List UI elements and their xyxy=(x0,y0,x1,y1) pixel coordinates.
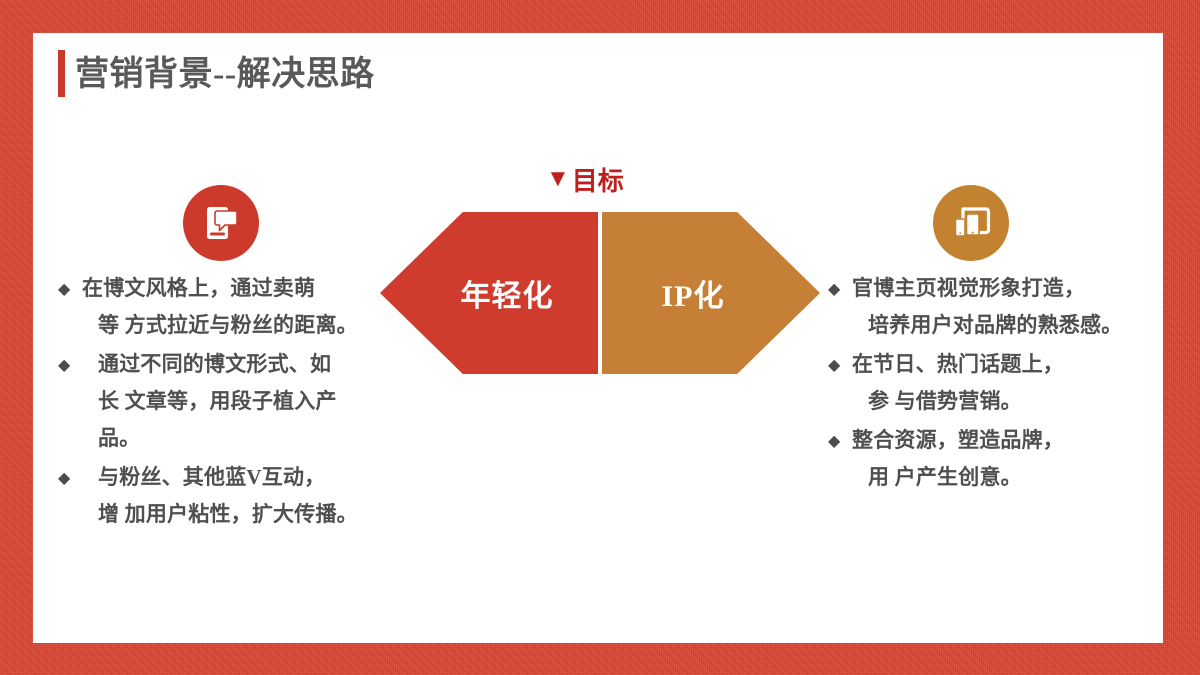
list-item-text: 与粉丝、其他蓝V互动， 增 加用户粘性，扩大传播。 xyxy=(82,459,403,533)
list-item: ◆ 与粉丝、其他蓝V互动， 增 加用户粘性，扩大传播。 xyxy=(58,459,403,533)
list-item-line: 与粉丝、其他蓝V互动， xyxy=(98,465,326,489)
list-item-line: 用 户产生创意。 xyxy=(868,465,1022,489)
list-item-line: 通过不同的博文形式、如 xyxy=(98,352,332,376)
diamond-bullet-icon: ◆ xyxy=(58,355,71,374)
right-bullet-column: ◆ 官博主页视觉形象打造， 培养用户对品牌的熟悉感。 ◆ 在节日、热门话题上， … xyxy=(828,270,1173,498)
list-item-line: 在节日、热门话题上， xyxy=(852,352,1064,376)
list-item: ◆ 在节日、热门话题上， 参 与借势营销。 xyxy=(828,346,1173,420)
page-title: 营销背景--解决思路 xyxy=(75,56,375,93)
list-item: ◆ 在博文风格上，通过卖萌 等 方式拉近与粉丝的距离。 xyxy=(58,270,403,344)
tablet-chat-icon-badge xyxy=(183,185,259,261)
list-item: ◆ 通过不同的博文形式、如 长 文章等，用段子植入产 品。 xyxy=(58,346,403,457)
list-item-line: 参 与借势营销。 xyxy=(868,389,1022,413)
tablet-chat-icon xyxy=(200,202,242,244)
list-item-text: 整合资源，塑造品牌， 用 户产生创意。 xyxy=(852,422,1173,496)
list-item-text: 在节日、热门话题上， 参 与借势营销。 xyxy=(852,346,1173,420)
left-bullet-column: ◆ 在博文风格上，通过卖萌 等 方式拉近与粉丝的距离。 ◆ 通过不同的博文形式、… xyxy=(58,270,403,535)
list-item-line: 品。 xyxy=(98,426,141,450)
diamond-bullet-icon: ◆ xyxy=(828,355,841,374)
diamond-bullet-icon: ◆ xyxy=(58,279,71,298)
triangle-down-icon: ▼ xyxy=(546,165,570,192)
list-item-line: 整合资源，塑造品牌， xyxy=(852,428,1064,452)
list-item-text: 通过不同的博文形式、如 长 文章等，用段子植入产 品。 xyxy=(82,346,403,457)
goal-label-text: 目标 xyxy=(571,167,624,196)
list-item-text: 官博主页视觉形象打造， 培养用户对品牌的熟悉感。 xyxy=(852,270,1173,344)
chevron-youthful-label: 年轻化 xyxy=(460,280,554,313)
chevron-ip[interactable]: IP化 xyxy=(602,212,820,374)
diamond-bullet-icon: ◆ xyxy=(828,431,841,450)
diamond-bullet-icon: ◆ xyxy=(58,468,71,487)
multi-device-icon-badge xyxy=(933,185,1009,261)
goal-label: ▼ 目标 xyxy=(546,161,624,198)
list-item: ◆ 整合资源，塑造品牌， 用 户产生创意。 xyxy=(828,422,1173,496)
list-item-line: 等 方式拉近与粉丝的距离。 xyxy=(98,313,358,337)
list-item-line: 培养用户对品牌的熟悉感。 xyxy=(868,313,1123,337)
title-accent-bar xyxy=(58,50,65,97)
list-item-line: 官博主页视觉形象打造， xyxy=(852,276,1086,300)
list-item-text: 在博文风格上，通过卖萌 等 方式拉近与粉丝的距离。 xyxy=(82,270,403,344)
list-item-line: 在博文风格上，通过卖萌 xyxy=(82,276,316,300)
list-item-line: 增 加用户粘性，扩大传播。 xyxy=(98,502,358,526)
list-item: ◆ 官博主页视觉形象打造， 培养用户对品牌的熟悉感。 xyxy=(828,270,1173,344)
slide-content-panel: 营销背景--解决思路 ▼ 目标 年轻化 IP化 xyxy=(33,33,1163,643)
list-item-line: 长 文章等，用段子植入产 xyxy=(98,389,337,413)
chevron-ip-label: IP化 xyxy=(661,280,725,313)
diamond-bullet-icon: ◆ xyxy=(828,279,841,298)
chevron-youthful[interactable]: 年轻化 xyxy=(380,212,598,374)
multi-device-icon xyxy=(950,202,992,244)
